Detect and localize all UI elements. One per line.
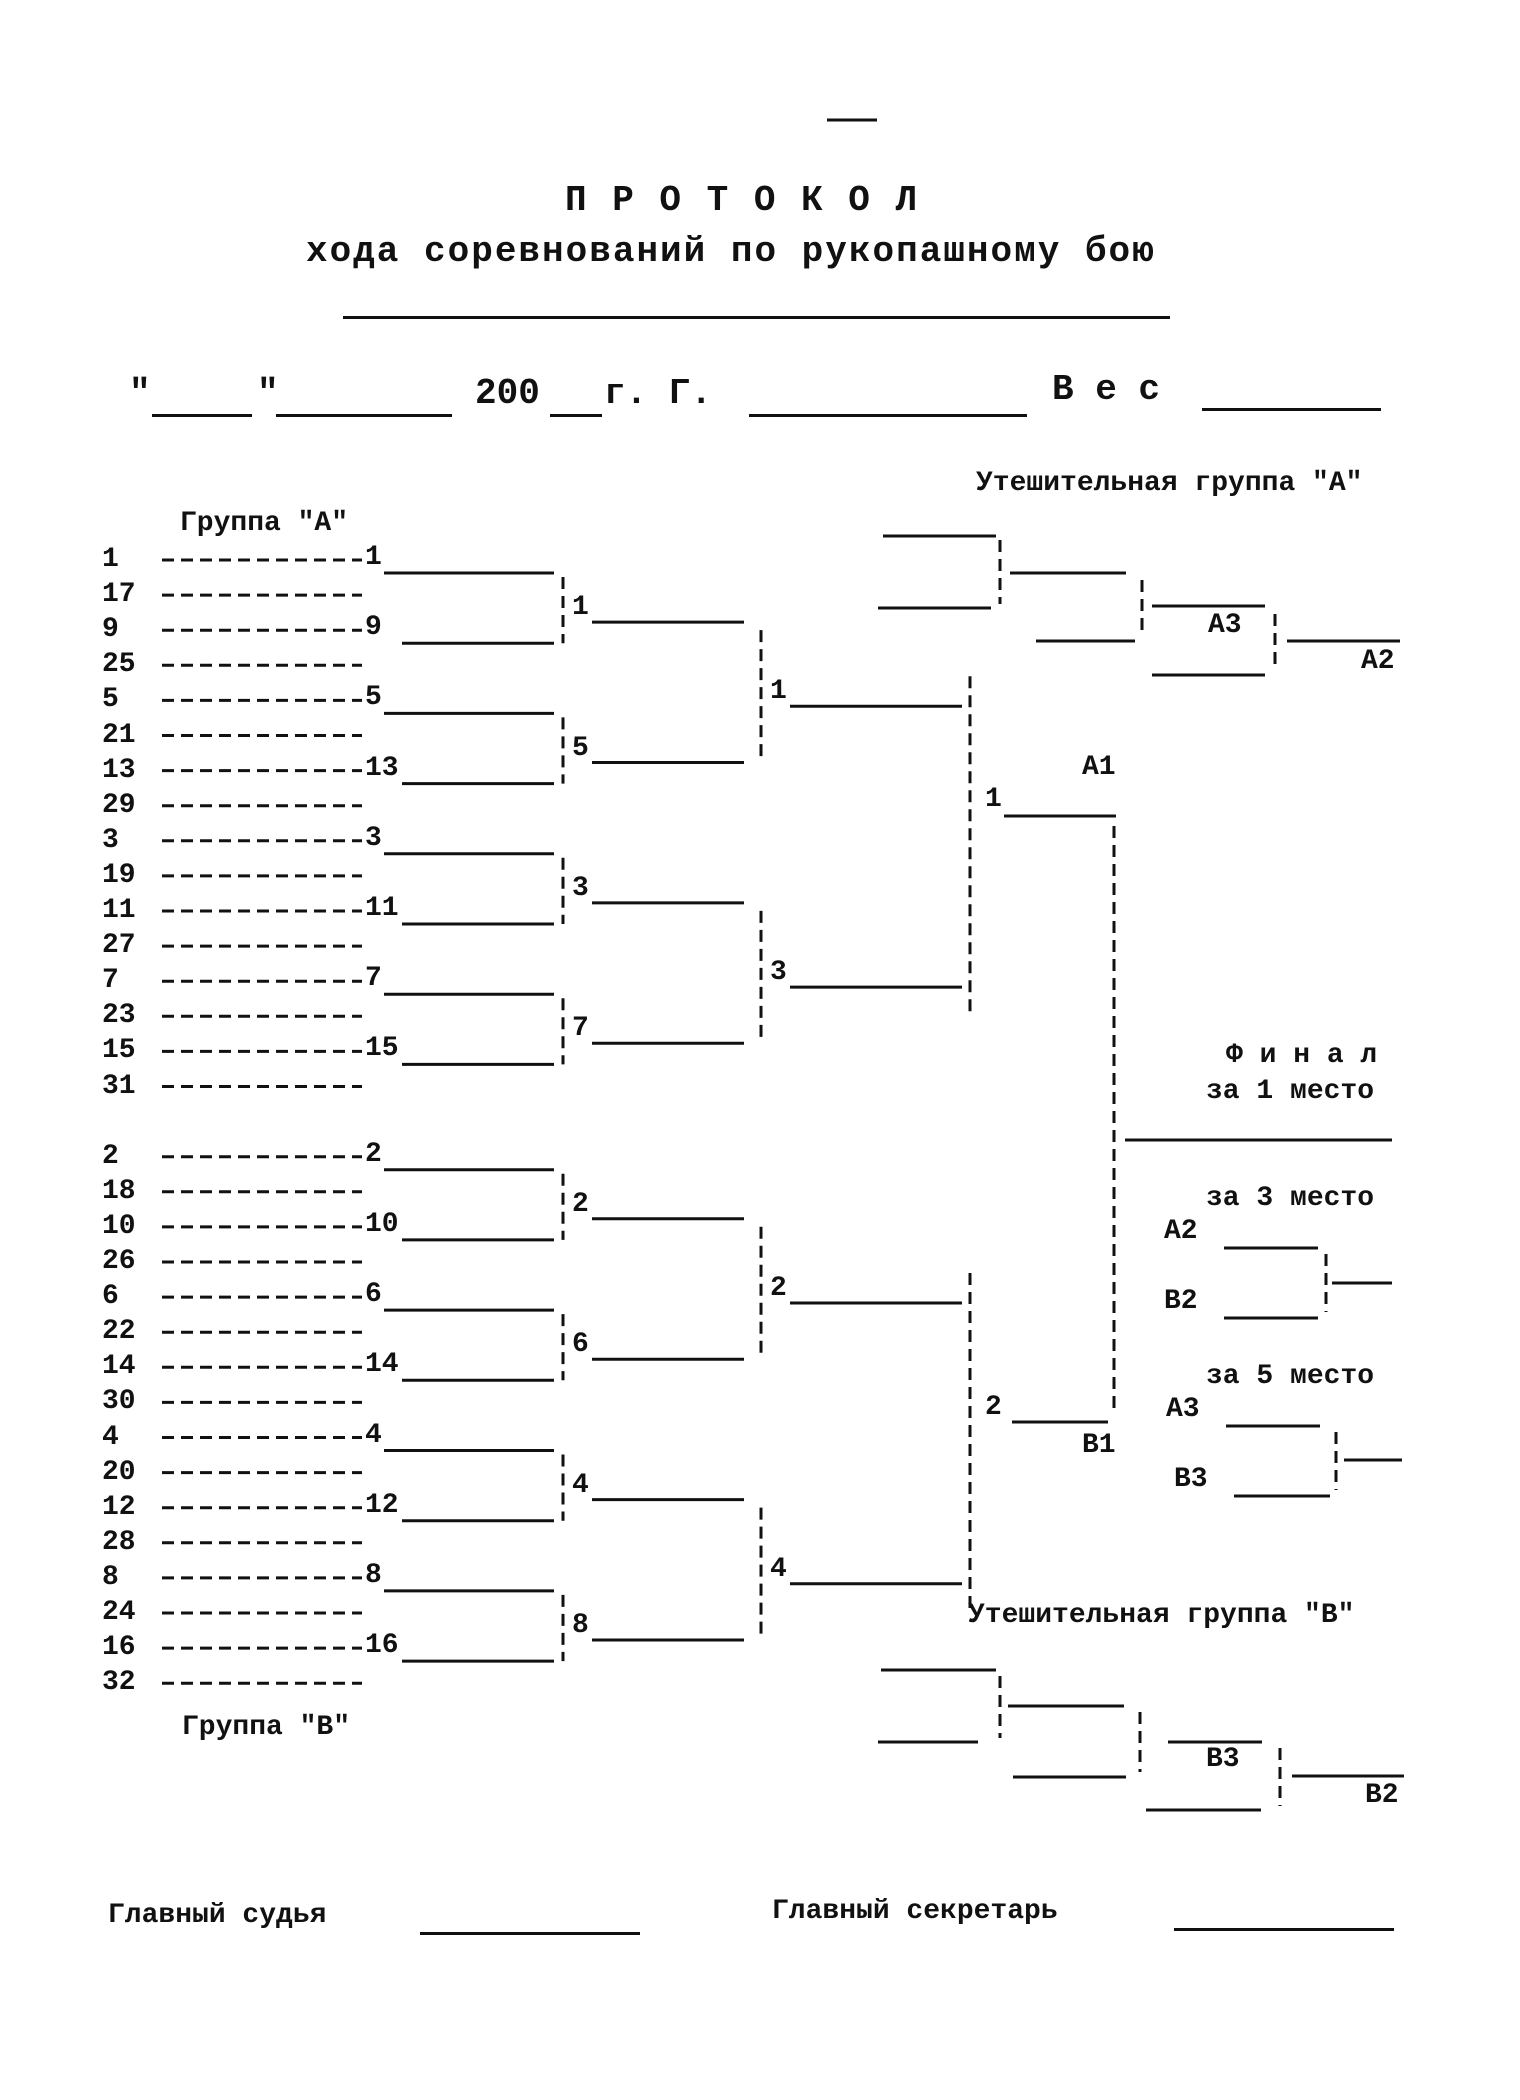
third-place-label: за 3 место bbox=[1206, 1183, 1375, 1214]
group-b-label: Группа "В" bbox=[182, 1712, 351, 1743]
group-b-seed: 4 bbox=[102, 1421, 119, 1453]
group-b-seed: 8 bbox=[102, 1561, 119, 1593]
group-b-r1-label: 2 bbox=[365, 1138, 382, 1170]
group-a-seed: 7 bbox=[102, 965, 119, 997]
group-a-seed: 27 bbox=[102, 930, 136, 962]
group-a-r2-label: 5 bbox=[572, 732, 589, 764]
group-a-seed: 9 bbox=[102, 614, 119, 646]
group-b-r2-label: 6 bbox=[572, 1329, 589, 1361]
fifth-place-label: за 5 место bbox=[1206, 1361, 1375, 1392]
group-a-label: Группа "А" bbox=[180, 508, 349, 539]
group-b-seed: 2 bbox=[102, 1140, 119, 1172]
group-b-seed: 18 bbox=[102, 1175, 136, 1207]
group-b-r3-label: 2 bbox=[770, 1273, 787, 1304]
group-b-r1-label: 6 bbox=[365, 1279, 382, 1311]
group-b-r1-label: 12 bbox=[365, 1489, 399, 1521]
group-a-r1-label: 1 bbox=[365, 542, 382, 573]
chief-secretary-signature-line bbox=[1174, 1928, 1394, 1931]
final-first-place-label: за 1 место bbox=[1206, 1076, 1375, 1107]
group-b-seed: 10 bbox=[102, 1210, 136, 1242]
group-a-seed: 23 bbox=[102, 1000, 136, 1032]
group-a-r1-label: 3 bbox=[365, 822, 382, 854]
cons-b-b3-mark: В3 bbox=[1206, 1744, 1240, 1775]
group-a-r2-label: 7 bbox=[572, 1013, 589, 1045]
weight-label: В е с bbox=[1052, 369, 1161, 410]
fifth-place-b-mark: В3 bbox=[1174, 1464, 1208, 1495]
year-suffix: г. Г. bbox=[604, 373, 713, 414]
group-a-r3-label: 1 bbox=[770, 676, 787, 708]
group-a-r1-label: 9 bbox=[365, 612, 382, 644]
group-a-seed: 1 bbox=[102, 544, 119, 575]
date-day-line bbox=[152, 414, 252, 417]
group-b-seed: 30 bbox=[102, 1386, 136, 1418]
group-a-seed: 19 bbox=[102, 859, 136, 891]
group-a-seed: 25 bbox=[102, 649, 136, 681]
city-line bbox=[749, 414, 1027, 417]
group-b-seed: 24 bbox=[102, 1597, 136, 1628]
group-b-seed: 12 bbox=[102, 1491, 136, 1523]
group-a-seed: 21 bbox=[102, 719, 136, 751]
group-b-r1-label: 16 bbox=[365, 1630, 399, 1662]
group-b-r3-label: 4 bbox=[770, 1553, 787, 1585]
date-quote-open: " bbox=[129, 373, 151, 414]
cons-a-a2-mark: А2 bbox=[1361, 646, 1395, 677]
group-b-seed: 6 bbox=[102, 1281, 119, 1313]
group-a-seed: 5 bbox=[102, 684, 119, 716]
group-a-r3-label: 3 bbox=[770, 957, 787, 989]
group-b-r2-label: 2 bbox=[572, 1188, 589, 1220]
group-a-r1-label: 13 bbox=[365, 752, 399, 784]
group-a-seed: 31 bbox=[102, 1070, 136, 1102]
group-b-seed: 32 bbox=[102, 1667, 136, 1699]
group-b-r2-label: 4 bbox=[572, 1469, 589, 1501]
chief-judge-label: Главный судья bbox=[108, 1900, 327, 1931]
group-a-r1-label: 11 bbox=[365, 893, 399, 924]
group-b-r1-label: 10 bbox=[365, 1208, 399, 1240]
weight-line bbox=[1202, 408, 1381, 411]
protocol-subtitle: хода соревнований по рукопашному бою bbox=[306, 231, 1156, 272]
date-quote-close: " bbox=[257, 373, 279, 414]
fifth-place-a-mark: А3 bbox=[1166, 1394, 1200, 1425]
title-underline bbox=[343, 316, 1170, 319]
date-month-line bbox=[276, 414, 452, 417]
group-a-r1-label: 7 bbox=[365, 963, 382, 995]
group-a-r1-label: 15 bbox=[365, 1033, 399, 1065]
group-a-seed: 11 bbox=[102, 895, 136, 926]
cons-b-b2-mark: В2 bbox=[1365, 1780, 1399, 1811]
group-b-seed: 28 bbox=[102, 1526, 136, 1558]
group-b-semifinal-label: 2 bbox=[985, 1392, 1002, 1423]
group-b-r2-label: 8 bbox=[572, 1610, 589, 1641]
group-b-seed: 26 bbox=[102, 1246, 136, 1277]
group-b-r1-label: 8 bbox=[365, 1559, 382, 1591]
year-prefix: 200 bbox=[475, 373, 540, 414]
group-a-seed: 15 bbox=[102, 1035, 136, 1067]
a1-mark: А1 bbox=[1082, 752, 1116, 783]
group-b-seed: 22 bbox=[102, 1316, 136, 1348]
group-b-seed: 14 bbox=[102, 1351, 136, 1383]
group-a-semifinal-label: 1 bbox=[985, 784, 1002, 815]
group-b-r1-label: 14 bbox=[365, 1349, 399, 1381]
final-heading: Ф и н а л bbox=[1226, 1040, 1378, 1071]
group-b-seed: 16 bbox=[102, 1632, 136, 1664]
group-a-seed: 3 bbox=[102, 824, 119, 856]
cons-a-a3-mark: А3 bbox=[1208, 610, 1242, 641]
group-a-r2-label: 3 bbox=[572, 872, 589, 904]
third-place-b-mark: В2 bbox=[1164, 1286, 1198, 1317]
chief-judge-signature-line bbox=[420, 1932, 640, 1935]
group-a-r2-label: 1 bbox=[572, 592, 589, 624]
group-b-r1-label: 4 bbox=[365, 1419, 382, 1451]
group-a-r1-label: 5 bbox=[365, 682, 382, 714]
group-a-seed: 17 bbox=[102, 579, 136, 611]
group-b-seed: 20 bbox=[102, 1456, 136, 1488]
consolation-a-title: Утешительная группа "А" bbox=[976, 468, 1363, 499]
protocol-title: П Р О Т О К О Л bbox=[565, 180, 920, 221]
group-a-seed: 29 bbox=[102, 789, 136, 821]
third-place-a-mark: А2 bbox=[1164, 1216, 1198, 1247]
year-line bbox=[550, 414, 602, 417]
b1-mark: В1 bbox=[1082, 1430, 1116, 1461]
chief-secretary-label: Главный секретарь bbox=[772, 1896, 1058, 1927]
group-a-seed: 13 bbox=[102, 754, 136, 786]
consolation-b-title: Утешительная группа "В" bbox=[968, 1600, 1355, 1631]
